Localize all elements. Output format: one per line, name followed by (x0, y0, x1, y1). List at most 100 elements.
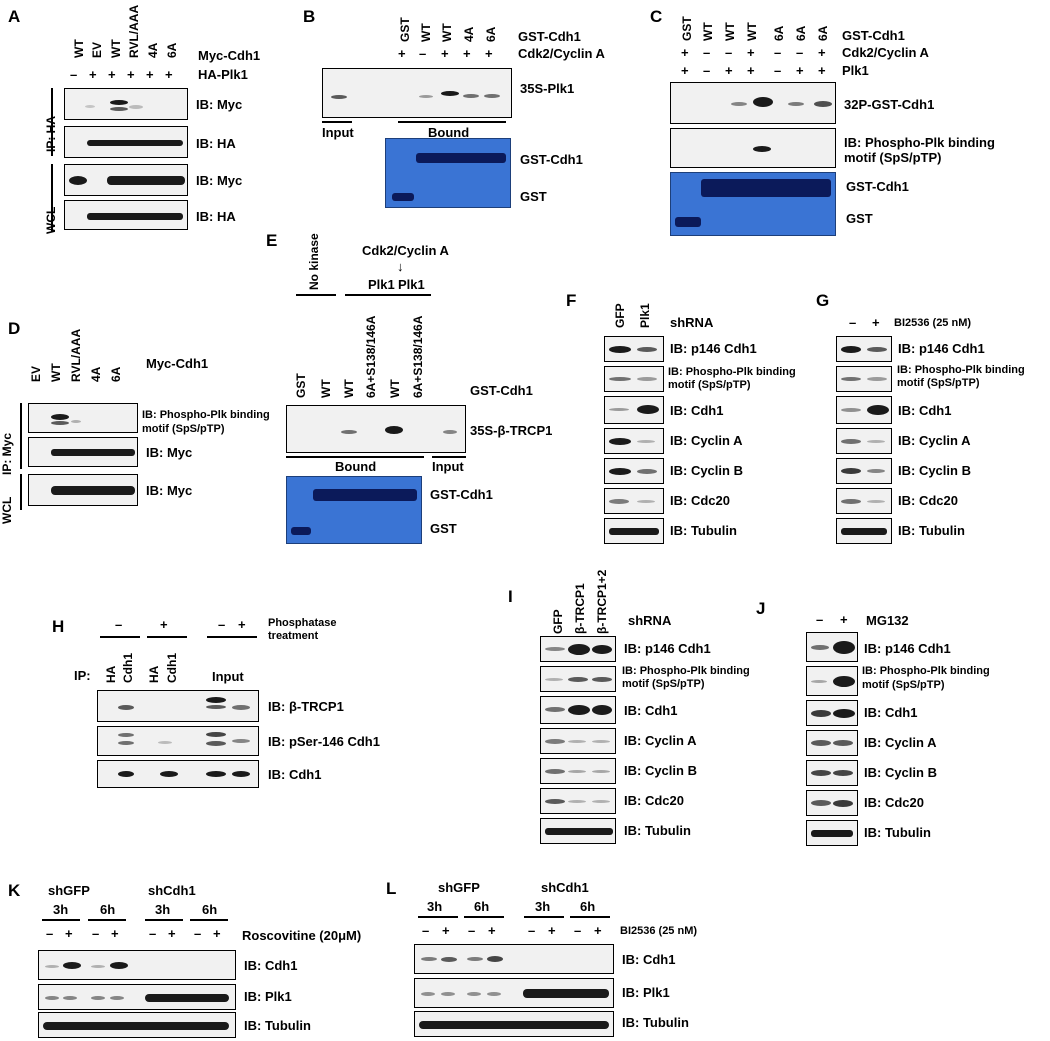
blot-label: IB: Cdc20 (624, 793, 684, 808)
arrow-icon: ↓ (397, 259, 404, 274)
time-label: 3h (427, 899, 443, 914)
blot-label: IB: Cdh1 (898, 403, 952, 418)
input-label: Input (432, 459, 464, 474)
blot (540, 636, 616, 662)
sign: + (681, 63, 689, 78)
blot-wcl-myc (28, 474, 138, 506)
panel-letter: C (650, 7, 663, 26)
row-label: GST-Cdh1 (518, 29, 581, 44)
sign: + (398, 46, 406, 61)
panel-letter: J (756, 599, 766, 618)
lane-label: β-TRCP1 (573, 583, 587, 634)
blot (604, 518, 664, 544)
sign: + (747, 45, 755, 60)
sign: + (111, 926, 119, 941)
blot (836, 396, 892, 424)
lane-label: Cdh1 (165, 653, 179, 683)
lane-label: GFP (613, 303, 627, 328)
blot-label: IB: Tubulin (898, 523, 965, 538)
sign: + (747, 63, 755, 78)
sign: + (213, 926, 221, 941)
blot-label: IB: Cdh1 (622, 952, 676, 967)
sign: + (441, 46, 449, 61)
coomassie-gel (385, 138, 511, 208)
time-label: 3h (535, 899, 551, 914)
group-label: shCdh1 (541, 880, 589, 895)
blot (836, 488, 892, 514)
lane-label: WT (319, 379, 333, 398)
sign: – (816, 612, 824, 627)
lane-label: RVL/AAA (127, 4, 141, 58)
sign: + (872, 315, 880, 330)
lane-label: WT (419, 23, 433, 42)
blot (806, 820, 858, 846)
time-label: 6h (474, 899, 490, 914)
underline (147, 636, 187, 638)
underline (393, 294, 431, 296)
blot (604, 396, 664, 424)
lane-label: HA (147, 665, 161, 683)
lane-label: WT (723, 22, 737, 41)
panel-letter: I (508, 587, 513, 606)
blot-label: IB: Cdh1 (624, 703, 678, 718)
underline (207, 636, 257, 638)
bracket (51, 88, 53, 156)
sign: + (65, 926, 73, 941)
blot-wcl-myc (64, 164, 188, 196)
lane-label: WT (440, 23, 454, 42)
blot (540, 696, 616, 724)
sign: + (165, 67, 173, 82)
lane-label: WT (745, 22, 759, 41)
sign: + (818, 63, 826, 78)
time-label: 3h (155, 902, 171, 917)
sign: – (528, 923, 536, 938)
row-label: Myc-Cdh1 (146, 356, 209, 371)
blot-label: IB: Tubulin (624, 823, 691, 838)
sign: – (92, 926, 100, 941)
blot-label: motif (SpS/pTP) (862, 679, 945, 691)
row-label: Cdk2/Cyclin A (842, 45, 929, 60)
header-label: shRNA (628, 613, 672, 628)
sign: + (463, 46, 471, 61)
row-label: GST-Cdh1 (842, 28, 905, 43)
blot-label: IB: Phospho-Plk binding (844, 135, 995, 150)
blot (836, 366, 892, 392)
blot-label: IB: p146 Cdh1 (864, 641, 951, 656)
blot-wcl-ha (64, 200, 188, 230)
lane-label: 6A (109, 366, 123, 382)
panel-letter: B (303, 7, 316, 26)
panel-letter: F (566, 291, 577, 310)
blot (540, 758, 616, 784)
sign: – (703, 45, 711, 60)
sign: – (149, 926, 157, 941)
blot (38, 950, 236, 980)
time-label: 6h (100, 902, 116, 917)
blot (806, 760, 858, 786)
lane-label: WT (701, 22, 715, 41)
lane-label: WT (49, 363, 63, 382)
blot-phospho-plk (670, 128, 836, 168)
blot-label: IB: Myc (146, 483, 193, 498)
blot-label: IB: Tubulin (622, 1015, 689, 1030)
time-label: 3h (53, 902, 69, 917)
blot (540, 728, 616, 754)
blot-label: motif (SpS/pTP) (622, 678, 705, 690)
blot (414, 944, 614, 974)
blot (38, 984, 236, 1010)
sign: – (796, 45, 804, 60)
treatment-label: BI2536 (25 nM) (620, 925, 698, 937)
no-kinase-label: No kinase (307, 233, 321, 290)
blot (97, 690, 259, 722)
blot (806, 700, 858, 726)
lane-label: 6A+S138/146A (364, 315, 378, 398)
underline (432, 456, 466, 458)
treatment-label: Roscovitine (20μM) (242, 928, 362, 943)
row-label: GST-Cdh1 (470, 383, 533, 398)
panel-letter: G (816, 291, 830, 310)
blot (604, 428, 664, 454)
blot (604, 336, 664, 362)
gel-label: GST (846, 211, 873, 226)
blot (836, 336, 892, 362)
input-label: Input (322, 125, 354, 140)
blot-label: IB: Myc (196, 97, 243, 112)
